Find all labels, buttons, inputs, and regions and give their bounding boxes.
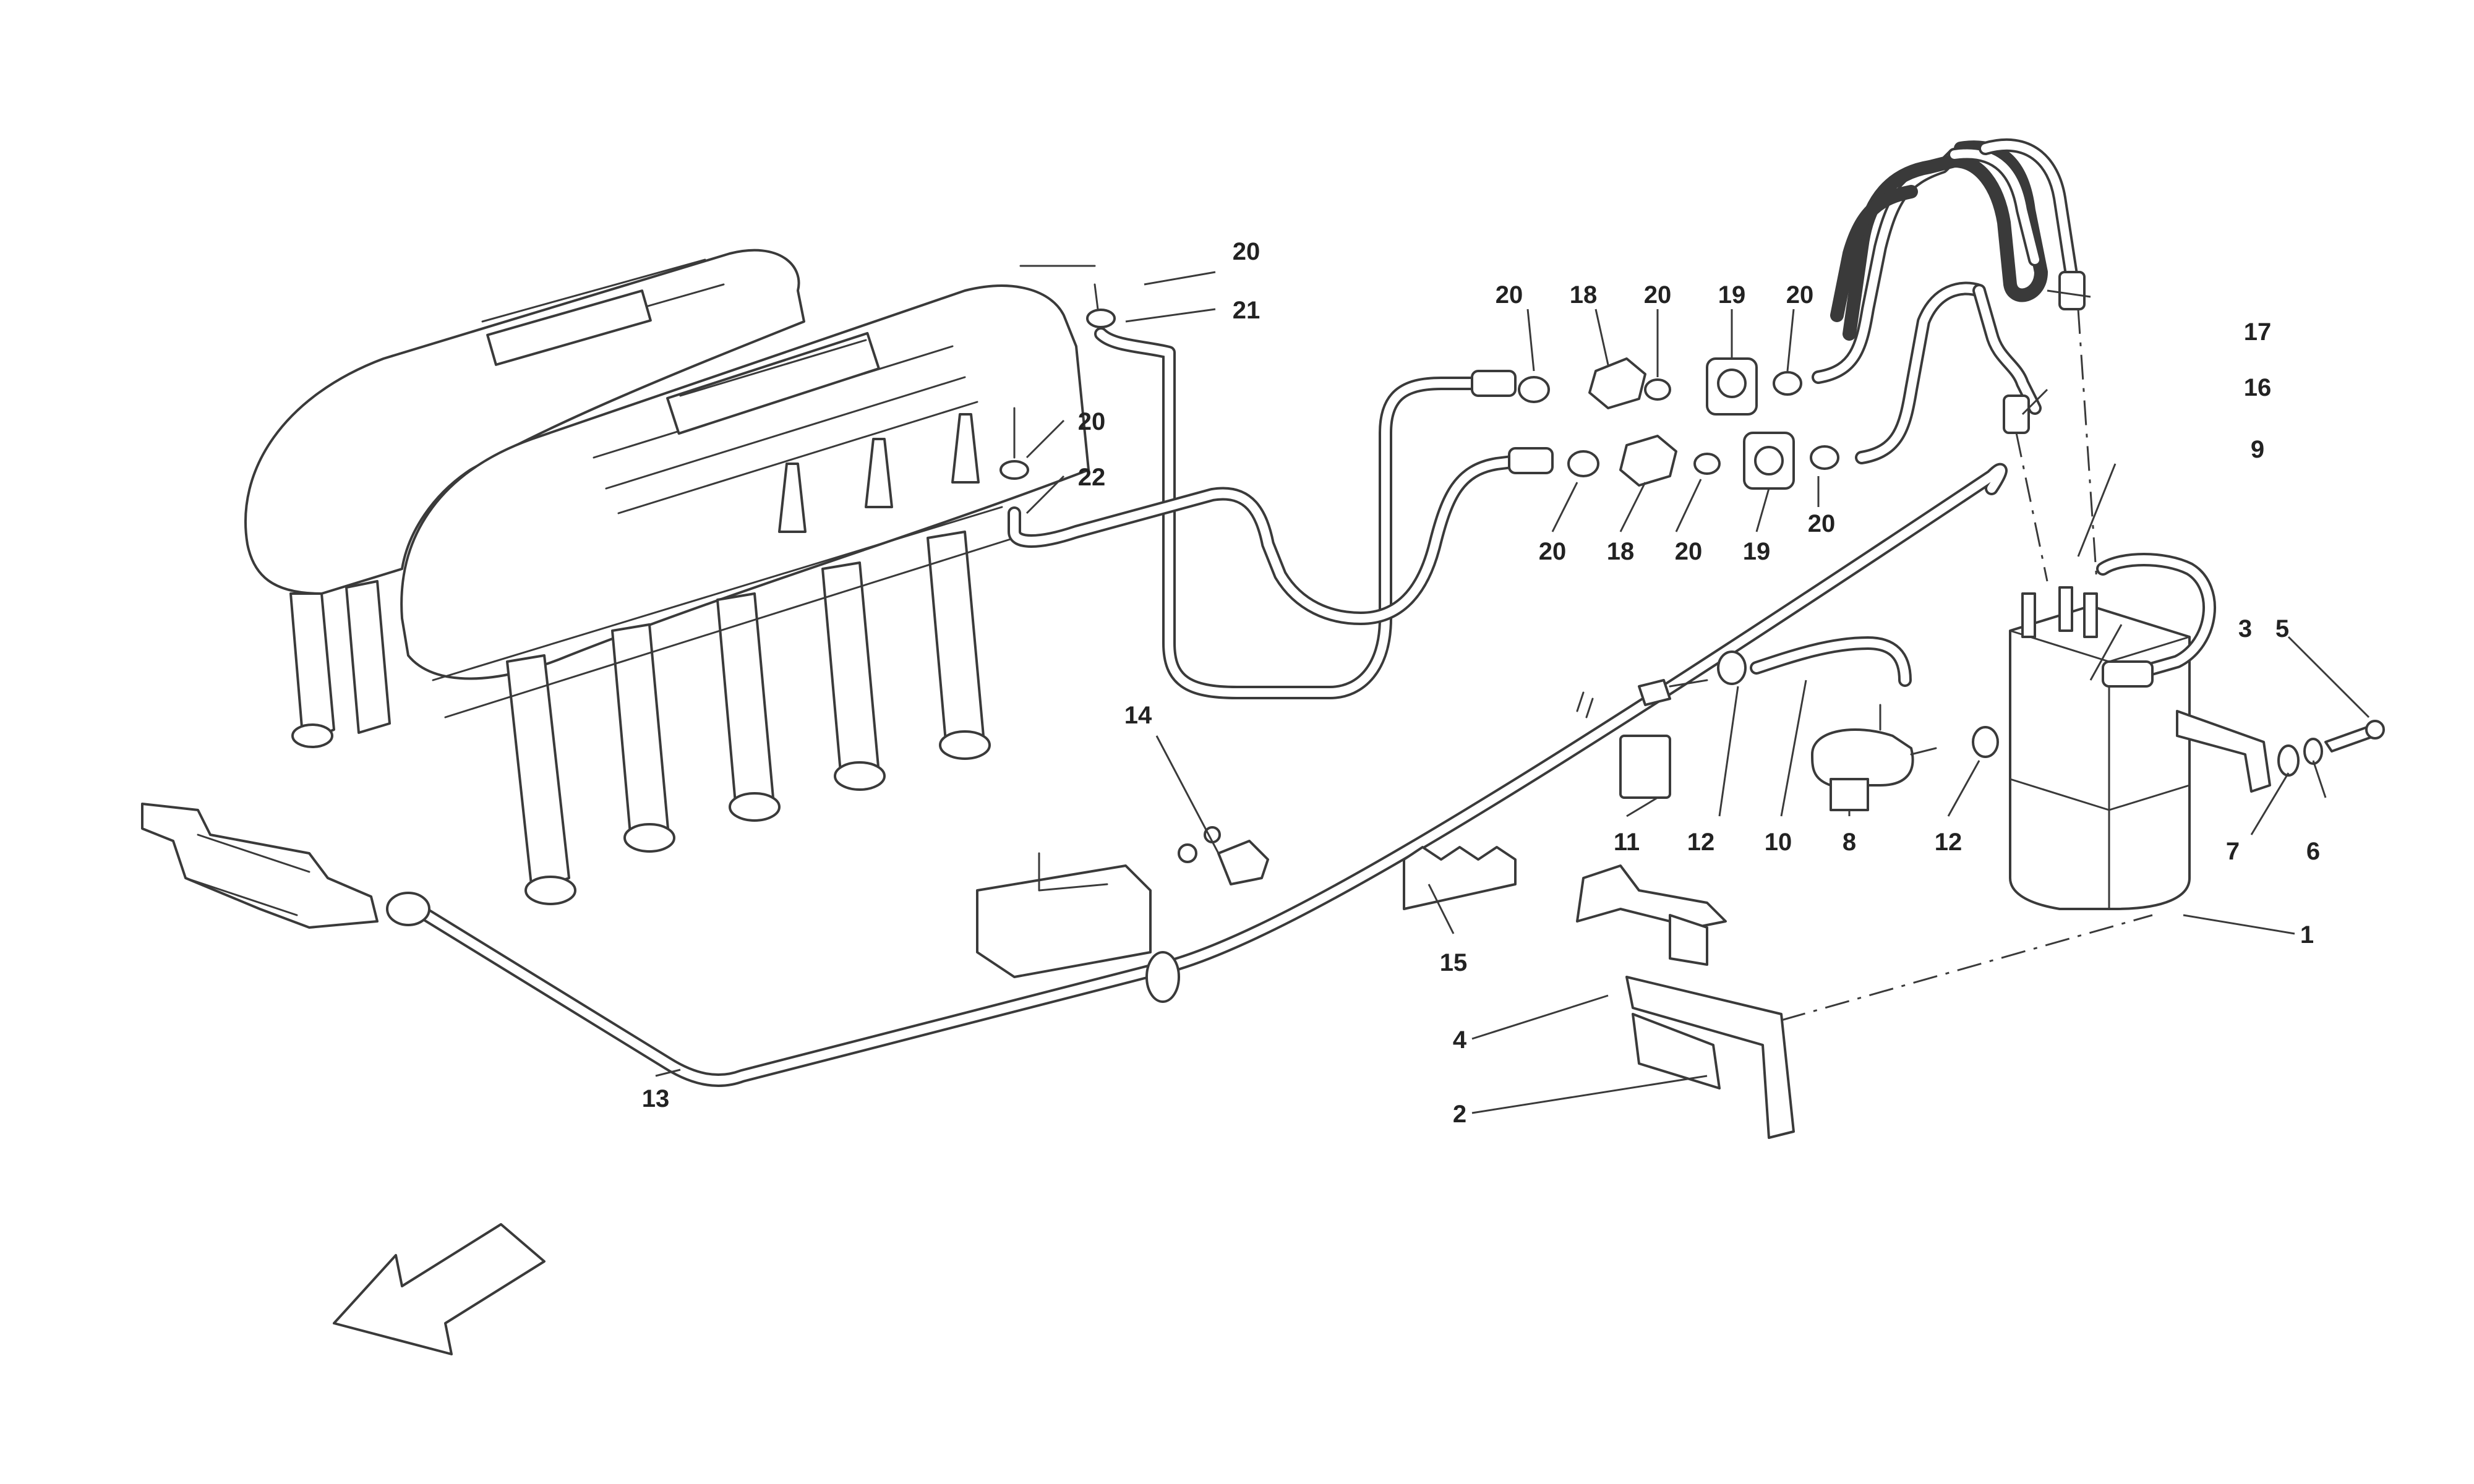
intake-manifold-assembly xyxy=(244,249,1090,905)
canister-bracket xyxy=(976,826,2153,1139)
callout-20-lower-c: 20 xyxy=(1808,510,1836,537)
callout-7: 7 xyxy=(2226,838,2240,865)
callout-9: 9 xyxy=(2251,436,2264,463)
callout-18-lower: 18 xyxy=(1607,538,1635,565)
callout-20-upper-b: 20 xyxy=(1644,281,1672,309)
callout-20-upper-c: 20 xyxy=(1786,281,1814,309)
vacuum-actuator xyxy=(141,803,379,929)
callout-15: 15 xyxy=(1440,949,1468,976)
callout-3: 3 xyxy=(2238,615,2252,642)
callout-labels: 20 21 20 22 20 18 20 19 20 20 18 20 19 2… xyxy=(642,238,2320,1128)
valve-chain-upper xyxy=(1518,148,1961,416)
callout-16: 16 xyxy=(2244,374,2272,401)
callout-8: 8 xyxy=(1843,829,1856,856)
callout-22: 22 xyxy=(1078,464,1106,491)
callout-11: 11 xyxy=(1614,829,1640,856)
callout-20-mid: 20 xyxy=(1078,408,1106,435)
callout-14: 14 xyxy=(1124,702,1152,729)
callout-20-top: 20 xyxy=(1233,238,1261,265)
callout-1: 1 xyxy=(2300,921,2314,949)
purge-pipe-13 xyxy=(386,463,2008,1088)
callout-17: 17 xyxy=(2244,318,2272,346)
callout-12-left: 12 xyxy=(1687,829,1715,856)
vapour-hoses-21-22 xyxy=(999,265,1554,699)
callout-4: 4 xyxy=(1453,1026,1467,1054)
callout-19-lower: 19 xyxy=(1743,538,1771,565)
leader-lines xyxy=(655,271,2370,1114)
purge-valve-group xyxy=(1619,636,1999,811)
callout-2: 2 xyxy=(1453,1101,1466,1128)
callout-12-right: 12 xyxy=(1935,829,1963,856)
manifold-runners xyxy=(289,506,1016,905)
callout-19-upper: 19 xyxy=(1718,281,1746,309)
front-direction-arrow-icon xyxy=(333,1223,546,1355)
callout-21: 21 xyxy=(1233,297,1261,324)
callout-20-upper-a: 20 xyxy=(1496,281,1523,309)
canister-feed-hoses-16-17 xyxy=(1830,138,2098,582)
velocity-stacks xyxy=(778,413,980,533)
callout-20-lower-b: 20 xyxy=(1675,538,1703,565)
callout-13: 13 xyxy=(642,1085,670,1112)
valve-chain-lower xyxy=(1567,281,1986,490)
callout-10: 10 xyxy=(1765,829,1792,856)
callout-5: 5 xyxy=(2275,615,2289,642)
callout-6: 6 xyxy=(2306,838,2320,865)
callout-18-upper: 18 xyxy=(1570,281,1598,309)
carbon-canister xyxy=(2009,553,2385,910)
callout-20-lower-a: 20 xyxy=(1539,538,1567,565)
